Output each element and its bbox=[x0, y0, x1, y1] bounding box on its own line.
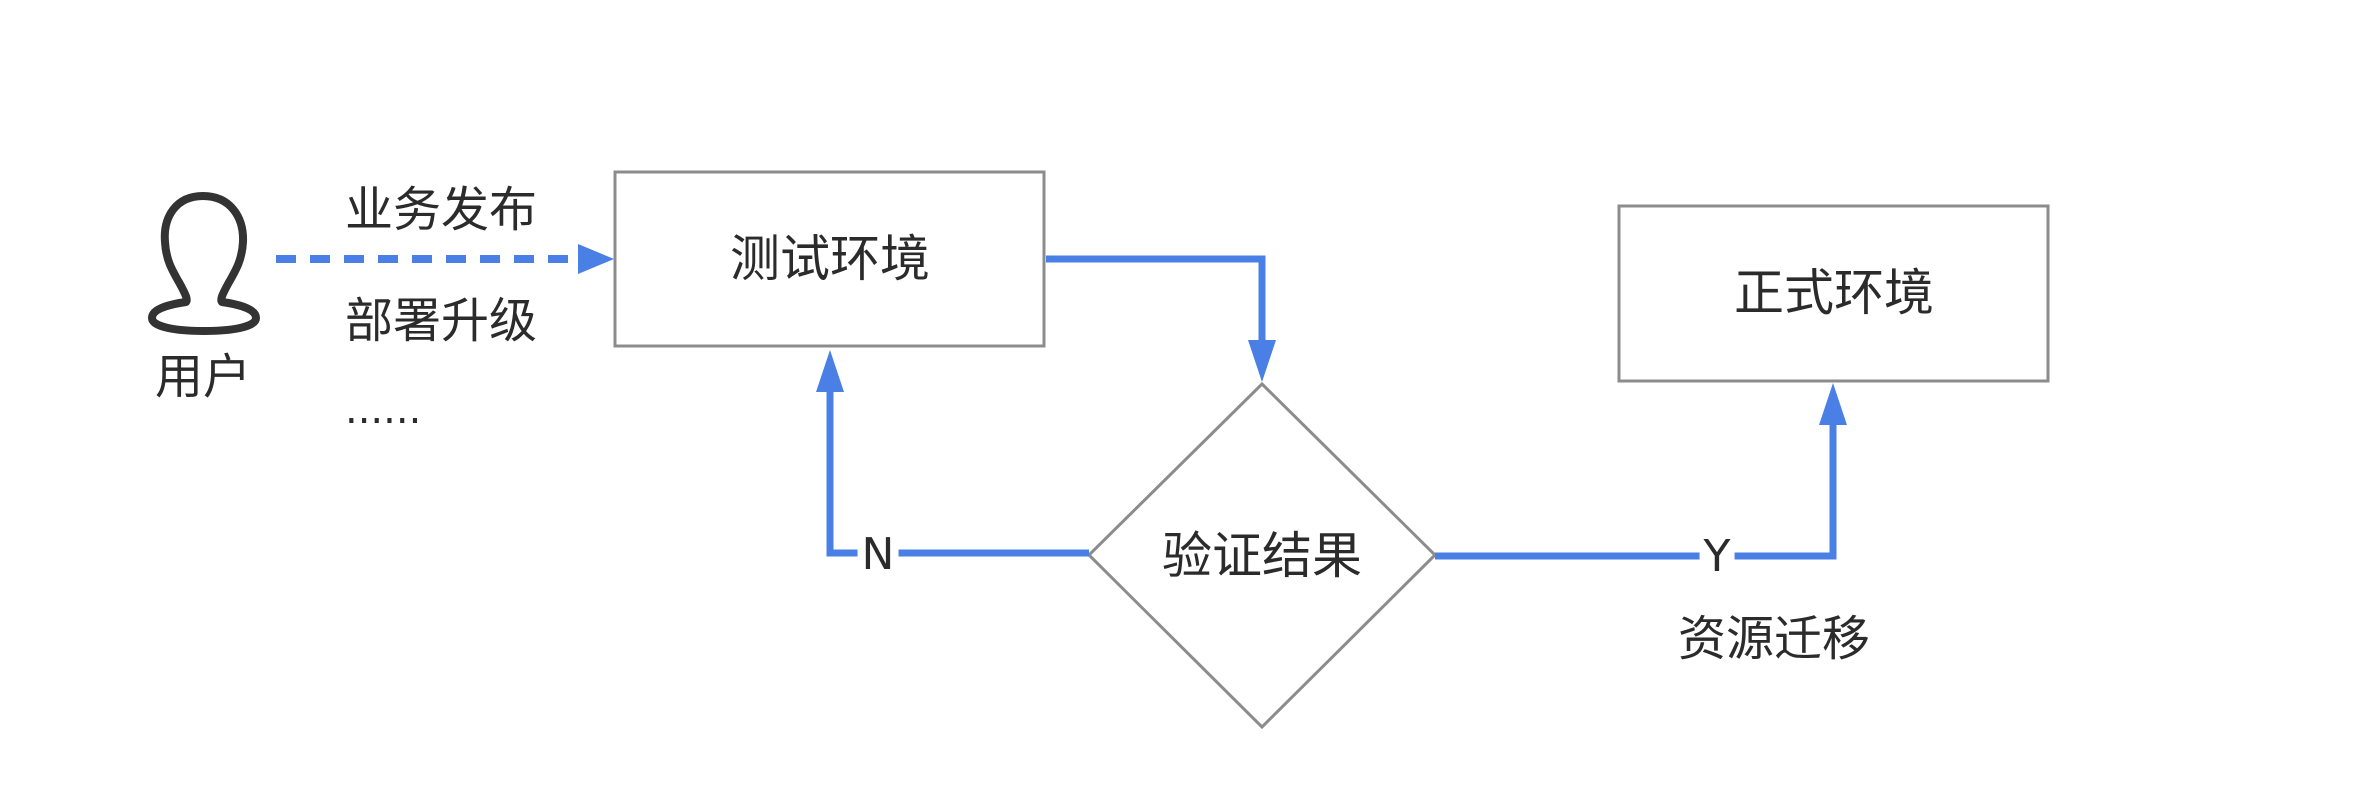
edge-yes bbox=[1435, 415, 1837, 560]
user-icon bbox=[148, 192, 260, 335]
prod-env-node[interactable] bbox=[1617, 204, 2050, 383]
request-arrowhead bbox=[578, 244, 614, 274]
test-env-label: 测试环境 bbox=[730, 230, 930, 288]
request-label-upgrade: 部署升级 bbox=[345, 293, 538, 349]
edge-no-label: N bbox=[857, 533, 899, 577]
edge-yes-arrowhead bbox=[1819, 383, 1847, 425]
verify-label: 验证结果 bbox=[1162, 527, 1362, 585]
edge-no-arrowhead bbox=[816, 350, 844, 392]
edge-no bbox=[826, 380, 1089, 557]
request-label-more: ...... bbox=[345, 387, 422, 433]
prod-env-label: 正式环境 bbox=[1734, 264, 1934, 322]
verify-node[interactable] bbox=[1086, 381, 1438, 730]
edge-test-to-verify-arrowhead bbox=[1248, 340, 1276, 382]
edge-yes-label: Y bbox=[1699, 535, 1735, 579]
actor-label: 用户 bbox=[154, 349, 252, 405]
edge-test-to-verify bbox=[1046, 255, 1266, 352]
test-env-node[interactable] bbox=[613, 170, 1046, 348]
edge-yes-caption: 资源迁移 bbox=[1677, 611, 1871, 667]
request-label-publish: 业务发布 bbox=[345, 182, 538, 238]
